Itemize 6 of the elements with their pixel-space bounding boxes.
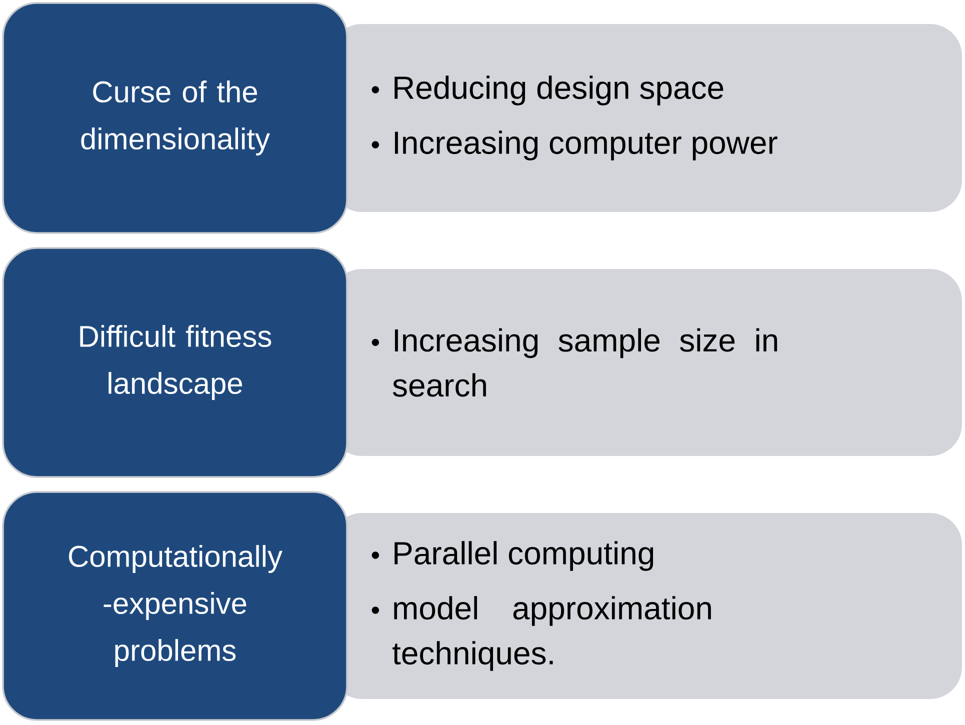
detail-box: Increasing sample size in search: [330, 269, 962, 456]
category-box: Computationally -expensive problems: [2, 491, 348, 721]
detail-box: Parallel computing model approximation techniques.: [330, 513, 962, 699]
category-box: Curse of the dimensionality: [2, 2, 348, 234]
detail-box: Reducing design space Increasing computer power: [330, 24, 962, 212]
category-box: Difficult fitness landscape: [2, 247, 348, 478]
